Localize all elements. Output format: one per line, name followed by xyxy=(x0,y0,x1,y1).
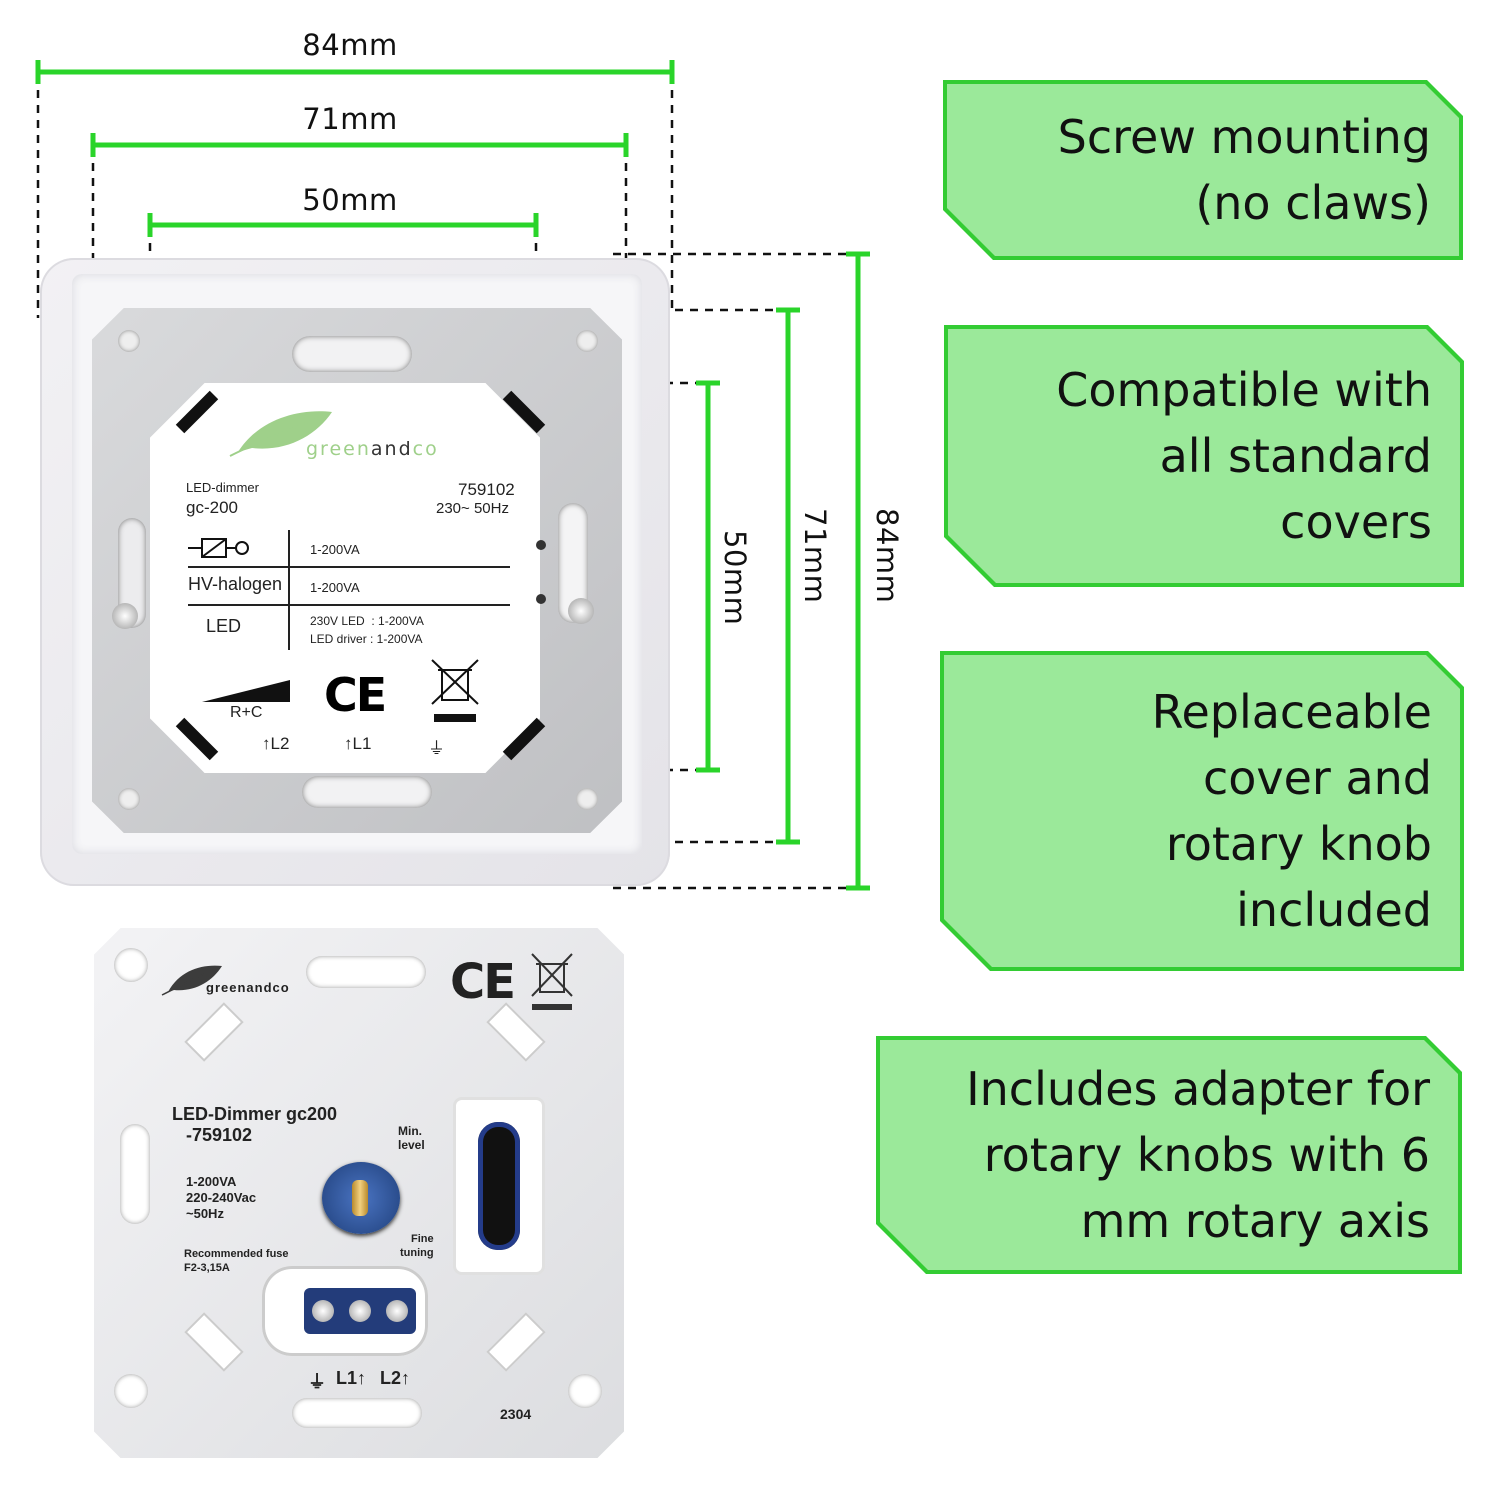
row-1-value: 1-200VA xyxy=(310,542,360,557)
spec-current: 1-200VA xyxy=(186,1174,237,1189)
terminal-screws xyxy=(304,1288,416,1334)
back-hole-tl xyxy=(114,948,148,982)
fuse-value: F2-3,15A xyxy=(184,1262,230,1274)
brand-logo-text: greenandco xyxy=(306,438,439,460)
product-name: LED-dimmer xyxy=(186,480,259,495)
feature-badge-fill: Includes adapter for rotary knobs with 6… xyxy=(880,1040,1458,1270)
bottom-slot xyxy=(302,776,432,808)
neutral-mark: ⏚ xyxy=(308,1372,326,1392)
feature-badge-adapter: Includes adapter for rotary knobs with 6… xyxy=(876,1036,1462,1274)
article-number: 759102 xyxy=(458,480,515,499)
back-l1-label: L1 xyxy=(336,1368,358,1388)
feature-badge-fill: Screw mounting (no claws) xyxy=(947,84,1459,256)
row-3-name: LED xyxy=(206,616,242,636)
feature-badge-fill: Replaceable cover and rotary knob includ… xyxy=(944,655,1460,967)
back-top-slot xyxy=(306,956,426,988)
rating-text: 230~ 50Hz xyxy=(436,500,509,517)
width-label-71: 71mm xyxy=(302,102,398,136)
transformer-icon xyxy=(188,538,249,558)
brand-green: green xyxy=(306,438,371,460)
indicator-dot-2 xyxy=(536,594,546,604)
shaft-slot xyxy=(478,1122,520,1250)
spec-frequency: ~50Hz xyxy=(186,1206,224,1221)
back-l2-label: L2 xyxy=(380,1368,402,1388)
indicator-dot-1 xyxy=(536,540,546,550)
brand-and: and xyxy=(370,438,413,460)
row-3-value: 230V LED : 1-200VA xyxy=(310,614,424,628)
back-l1-mark: L1↑ xyxy=(336,1368,367,1388)
table-divider-1 xyxy=(188,566,510,568)
feature-text-replaceable: Replaceable cover and rotary knob includ… xyxy=(1151,685,1432,937)
ce-mark: CE xyxy=(324,668,387,722)
feature-badge-screw-mounting: Screw mounting (no claws) xyxy=(943,80,1463,260)
dimming-ramp-icon xyxy=(202,680,290,702)
row-2-value: 1-200VA xyxy=(310,580,360,595)
top-slot xyxy=(292,336,412,372)
terminal-screw-3 xyxy=(386,1300,409,1322)
back-leaf-logo-icon xyxy=(161,965,222,996)
l1-label: L1 xyxy=(352,734,372,753)
dimmer-back-plate: greenandco CE LED-Dimmer gc200 -759102 M… xyxy=(94,928,624,1458)
height-label-71: 71mm xyxy=(798,508,832,604)
width-label-50: 50mm xyxy=(302,183,398,217)
l2-terminal-mark: ↑L2 xyxy=(262,734,290,753)
l1-terminal-mark: ↑L1 xyxy=(344,734,372,753)
back-l2-mark: L2↑ xyxy=(380,1368,411,1388)
plate-screw-hole-tr xyxy=(576,330,598,352)
leaf-logo-icon xyxy=(229,411,332,457)
feature-badge-compatible: Compatible with all standard covers xyxy=(944,325,1464,587)
back-ce-mark: CE xyxy=(450,954,516,1010)
model-number: gc-200 xyxy=(186,498,238,517)
back-article: -759102 xyxy=(186,1125,253,1145)
plate-screw-hole-tl xyxy=(118,330,140,352)
feature-badge-replaceable: Replaceable cover and rotary knob includ… xyxy=(940,651,1464,971)
spec-voltage: 220-240Vac xyxy=(186,1190,257,1205)
back-weee-bin-icon xyxy=(531,953,573,1010)
fuse-label: Recommended fuse xyxy=(184,1248,289,1260)
min-level-label: Min. level xyxy=(398,1124,425,1152)
height-label-50: 50mm xyxy=(718,530,752,626)
back-bottom-slot xyxy=(292,1398,422,1428)
screw-right xyxy=(568,598,594,624)
row-2-name: HV-halogen xyxy=(188,574,283,594)
dimmer-front-assembly: greenandco LED-dimmer gc-200 759102 230~… xyxy=(40,258,672,888)
table-divider-2 xyxy=(188,604,510,606)
rotary-shaft-housing xyxy=(456,1100,542,1272)
table-divider-vertical xyxy=(288,530,290,650)
l2-label: L2 xyxy=(270,734,290,753)
back-hole-bl xyxy=(114,1374,148,1408)
width-label-84: 84mm xyxy=(302,28,398,62)
feature-text-adapter: Includes adapter for rotary knobs with 6… xyxy=(966,1062,1430,1248)
plate-screw-hole-br xyxy=(576,788,598,810)
potentiometer-screw-icon xyxy=(352,1180,368,1216)
fine-tuning-label: Fine tuning xyxy=(400,1233,434,1259)
back-hole-br xyxy=(568,1374,602,1408)
feature-badge-fill: Compatible with all standard covers xyxy=(948,329,1460,583)
terminal-screw-1 xyxy=(311,1300,334,1322)
back-title: LED-Dimmer gc200 xyxy=(172,1104,338,1124)
row-3-value2: LED driver : 1-200VA xyxy=(310,632,423,646)
fine-tuning-potentiometer[interactable] xyxy=(322,1162,400,1234)
back-brand-text: greenandco xyxy=(206,980,290,995)
dimmer-label-module xyxy=(150,383,540,773)
rc-label: R+C xyxy=(230,704,263,721)
neutral-terminal-icon: ⏚ xyxy=(428,739,445,758)
feature-text-compatible: Compatible with all standard covers xyxy=(1056,363,1432,549)
brand-co: co xyxy=(412,438,439,460)
batch-code: 2304 xyxy=(500,1406,532,1422)
plate-screw-hole-bl xyxy=(118,788,140,810)
weee-bin-icon xyxy=(431,659,479,722)
height-label-84: 84mm xyxy=(870,508,904,604)
screw-left xyxy=(112,603,138,629)
feature-text-screw-mounting: Screw mounting (no claws) xyxy=(1057,110,1431,230)
terminal-screw-2 xyxy=(348,1300,371,1322)
back-left-slot xyxy=(120,1124,150,1224)
